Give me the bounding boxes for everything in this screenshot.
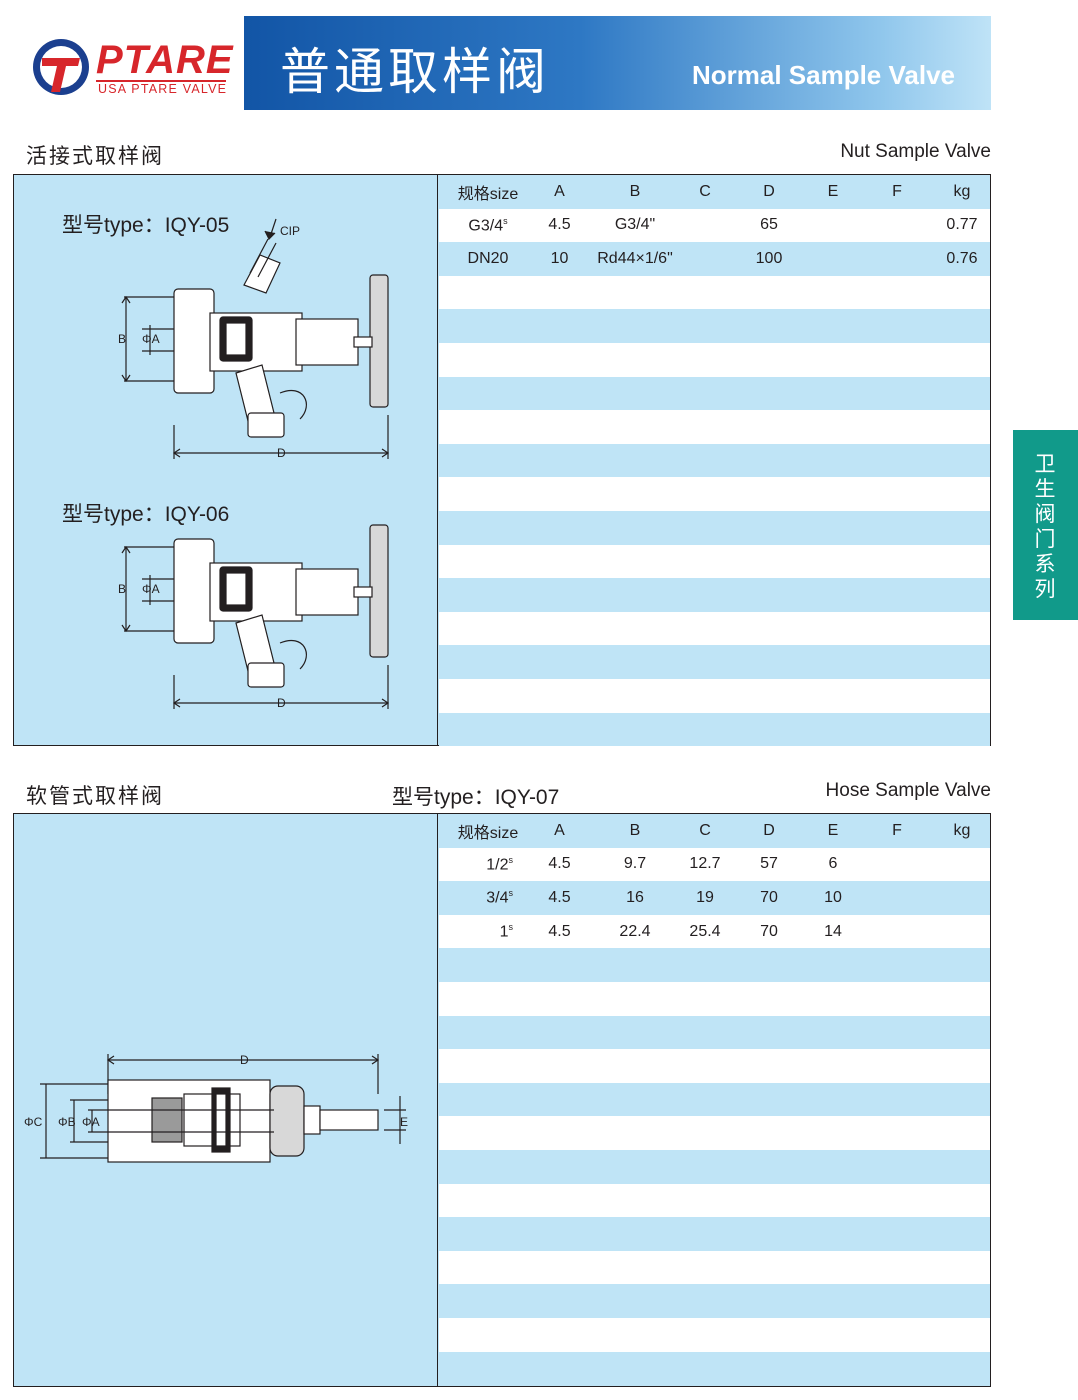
side-tab-label: 卫生阀门系列 <box>1034 452 1056 601</box>
brand-logo: PTARE USA PTARE VALVE <box>30 34 233 104</box>
page-title-cn: 普通取样阀 <box>280 43 550 101</box>
model-iqy06-label: 型号type：IQY-06 <box>62 502 230 526</box>
dim-phi-c: ΦC <box>24 1115 43 1129</box>
table-row <box>439 981 990 1016</box>
section1-title-cn: 活接式取样阀 <box>26 144 164 168</box>
table-row <box>439 477 990 511</box>
brand-name: PTARE <box>96 38 234 82</box>
dim-e: E <box>400 1115 408 1129</box>
table-row <box>439 1015 990 1050</box>
table-row <box>439 1317 990 1352</box>
model-iqy05-label: 型号type：IQY-05 <box>62 213 230 237</box>
section2-drawing-area: D ΦC ΦB ΦA E <box>14 814 438 1386</box>
table-row <box>439 410 990 444</box>
logo-divider <box>96 80 226 82</box>
side-category-tab: 卫生阀门系列 <box>1013 430 1078 620</box>
iqy07-drawing: D ΦC ΦB ΦA E <box>24 1053 408 1163</box>
page-title-en: Normal Sample Valve <box>691 60 955 90</box>
table-row <box>439 544 990 579</box>
table-row <box>439 1284 990 1318</box>
section1-title-en: Nut Sample Valve <box>840 141 991 162</box>
table-row <box>439 376 990 411</box>
table-row <box>439 1183 990 1218</box>
section1-panel: 型号type：IQY-05 型号type：IQY-06 <box>13 174 991 747</box>
dim-phi-a: ΦA <box>82 1115 100 1129</box>
dim-phi-a: ΦA <box>142 582 160 596</box>
table-row <box>439 275 990 310</box>
cip-label: CIP <box>280 224 300 238</box>
iqy05-drawing: CIP B ΦA D <box>118 218 390 460</box>
brand-tagline: USA PTARE VALVE <box>98 82 228 96</box>
table-row <box>439 443 990 478</box>
title-banner: 普通取样阀 Normal Sample Valve <box>244 16 991 110</box>
table-row <box>439 1049 990 1083</box>
table-row <box>439 1217 990 1251</box>
dim-b: B <box>118 332 126 346</box>
table-row <box>439 1149 990 1184</box>
table-row <box>439 1116 990 1150</box>
table-row <box>439 948 990 982</box>
table-row <box>439 510 990 545</box>
dim-phi-a: ΦA <box>142 332 160 346</box>
table-row <box>439 645 990 679</box>
ptare-emblem-icon <box>33 39 89 95</box>
section1-drawing-area: 型号type：IQY-05 型号type：IQY-06 <box>14 175 438 745</box>
table-row <box>439 1351 990 1386</box>
table-row <box>439 1082 990 1117</box>
dim-d: D <box>277 696 286 710</box>
table-row <box>439 678 990 713</box>
iqy06-drawing: B ΦA D <box>118 524 390 710</box>
dim-d: D <box>277 446 286 460</box>
dim-d: D <box>240 1053 249 1067</box>
model-iqy07-label: 型号type：IQY-07 <box>392 785 560 809</box>
table-row <box>439 578 990 612</box>
table-row <box>439 342 990 377</box>
section2-title-en: Hose Sample Valve <box>825 780 991 801</box>
section2-title-cn: 软管式取样阀 <box>26 784 164 808</box>
dim-b: B <box>118 582 126 596</box>
table-row <box>439 1250 990 1285</box>
table-row <box>439 611 990 646</box>
table-row <box>439 309 990 343</box>
table-row <box>439 712 990 747</box>
dim-phi-b: ΦB <box>58 1115 76 1129</box>
